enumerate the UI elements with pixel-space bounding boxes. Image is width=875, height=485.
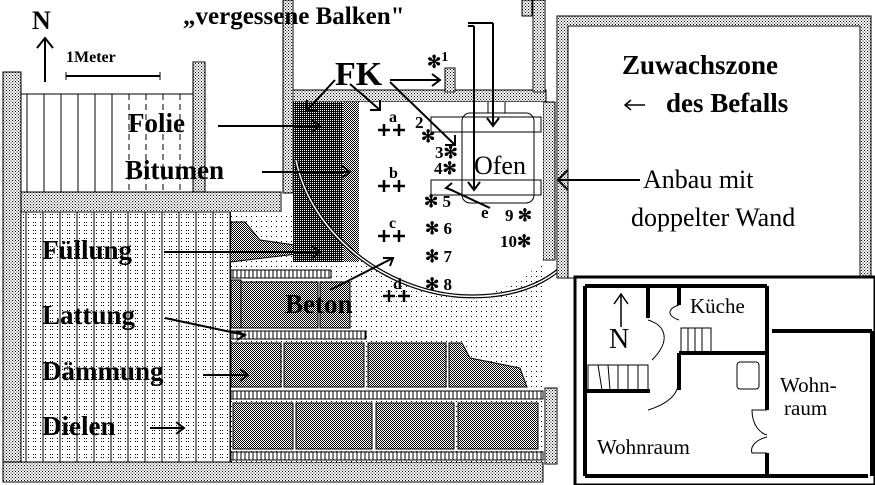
point-2-number: 2 [415,113,424,132]
zuwachszone-label-1: Zuwachszone [622,50,779,80]
inset-floor-plan [573,275,875,485]
ofen-stove [430,102,542,204]
point-b: b [389,165,398,182]
inset-north-label: N [609,324,630,355]
cross-markers [378,124,410,302]
room-kueche: Küche [690,294,745,318]
dielen-label: Dielen [42,411,116,441]
lattung-label: Lattung [42,300,136,330]
point-4: 4✻ [434,159,457,178]
bitumen-strip [343,102,359,262]
folie-label: Folie [128,108,185,138]
point-8: ✻ 8 [425,275,452,294]
anbau-extension [544,15,872,465]
point-e: e [481,203,489,222]
bitumen-label: Bitumen [125,155,225,185]
point-6: ✻ 6 [425,219,452,238]
floor-layers [229,221,544,461]
anbau-label-2: doppelter Wand [631,203,796,232]
beton-label: Beton [285,289,353,319]
leader-lines [36,22,645,435]
room-wohnraum-main: Wohnraum [597,435,690,459]
scale-bar-label: 1Meter [66,49,116,66]
point-a: a [389,109,397,126]
point-3: 3✻ [435,143,458,162]
vergessene-balken-label: „vergessene Balken" [183,3,405,30]
point-1: ✻1 [427,49,449,72]
daemmung-label: Dämmung [42,356,164,386]
point-2-star: ✻ [421,127,436,146]
zuwachszone-label-2: des Befalls [666,88,789,118]
outer-walls [2,0,556,483]
room-wohnraum-side-2: raum [784,396,828,420]
point-5: ✻ 5 [424,192,451,211]
stairs [20,93,194,193]
point-d: d [393,276,402,293]
room-wohnraum-side-1: Wohn- [780,373,837,397]
point-7: ✻ 7 [425,247,452,266]
anbau-label-1: Anbau mit [643,165,754,194]
north-label: N [32,6,51,35]
fk-label: FK [335,56,383,93]
measurement-zone [359,102,543,295]
point-10: 10✻ [500,232,532,251]
fuellung-label: Füllung [42,235,133,265]
point-9: 9 ✻ [505,206,532,225]
dielen-area [20,211,232,463]
ofen-label: Ofen [474,151,526,180]
point-c: c [389,215,397,232]
